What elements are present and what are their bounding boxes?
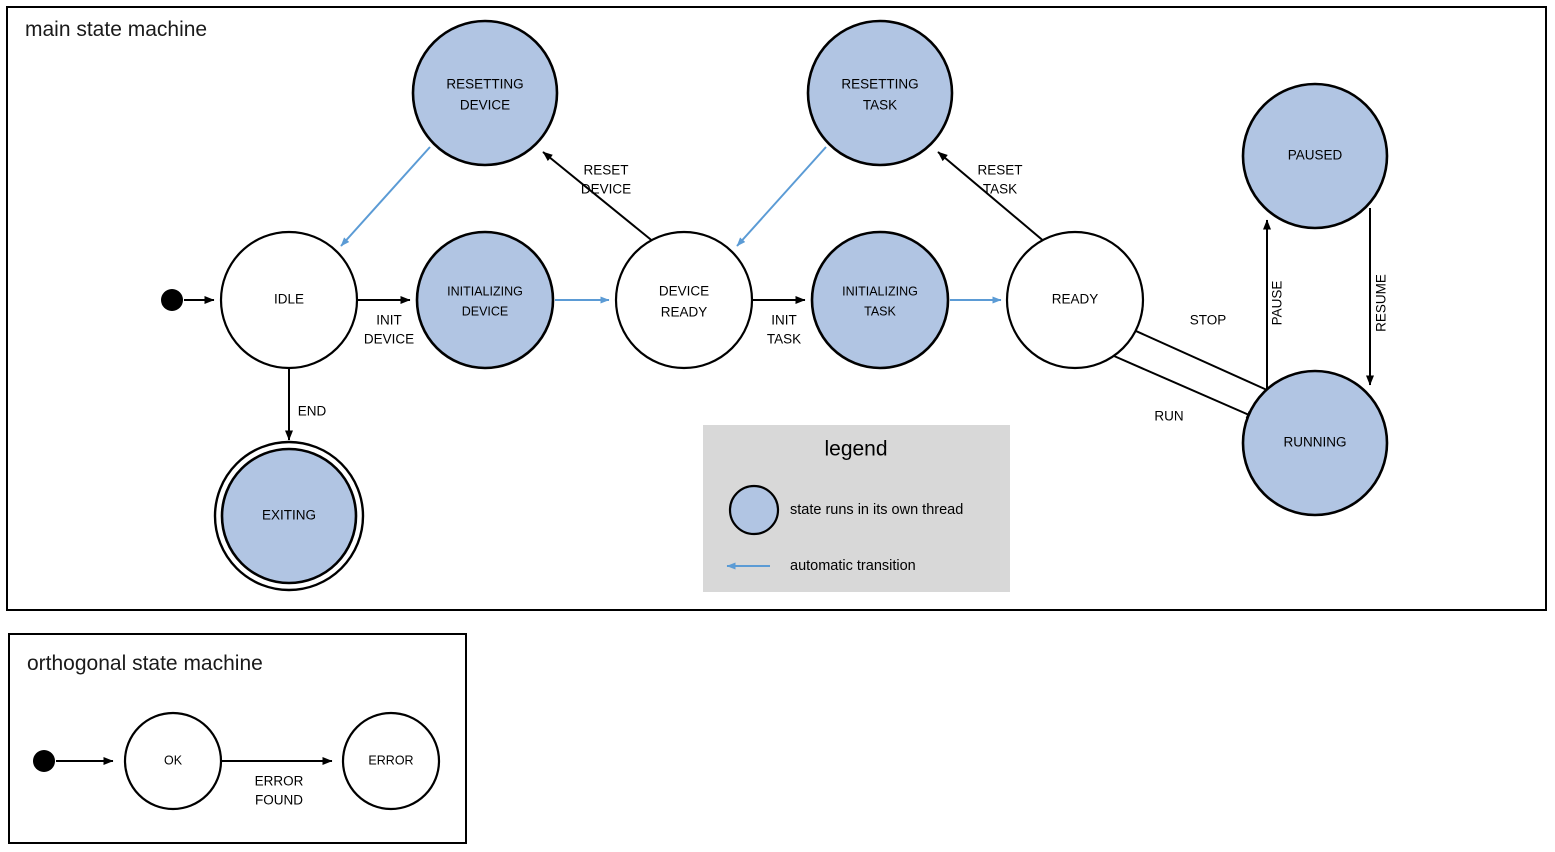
state-label-device-ready-line2: READY [661, 305, 708, 320]
state-paused[interactable] [1241, 82, 1389, 230]
edge-label-run: RUN [1154, 409, 1183, 424]
state-label-idle: IDLE [274, 292, 304, 307]
state-error[interactable] [341, 711, 441, 811]
state-ok[interactable] [123, 711, 223, 811]
state-label-initializing-device-line1: INITIALIZING [447, 284, 523, 298]
main-state-machine-frame [6, 6, 1547, 611]
state-label-running: RUNNING [1284, 435, 1347, 450]
edge-label-reset-task-line1: RESET [977, 163, 1022, 178]
state-label-exiting: EXITING [262, 508, 316, 523]
edge-label-resume: RESUME [1374, 274, 1389, 332]
edge-label-init-task-line1: INIT [771, 313, 797, 328]
edge-label-end: END [298, 404, 327, 419]
state-label-initializing-task-line1: INITIALIZING [842, 284, 918, 298]
edge-ready-to-resetting-task [937, 151, 1047, 244]
state-label-resetting-device-line2: DEVICE [460, 98, 510, 113]
edge-running-to-ready [1126, 326, 1268, 391]
legend-item-thread-text: state runs in its own thread [790, 502, 963, 518]
state-label-resetting-device-line1: RESETTING [446, 77, 523, 92]
initial-state-dot-main [161, 289, 183, 311]
edge-label-init-task-line2: TASK [767, 332, 801, 347]
edge-label-reset-task-line2: TASK [983, 182, 1017, 197]
state-ready[interactable] [1005, 230, 1145, 370]
main-state-machine-title: main state machine [25, 18, 207, 41]
state-label-resetting-task-line1: RESETTING [841, 77, 918, 92]
edge-label-init-device-line1: INIT [376, 313, 402, 328]
state-device-ready[interactable] [614, 230, 754, 370]
edge-resetting-device-to-idle [340, 146, 431, 247]
edge-label-reset-device-line1: RESET [583, 163, 628, 178]
state-exiting[interactable] [220, 447, 358, 585]
edge-label-error-found-line2: FOUND [255, 793, 303, 808]
state-label-initializing-device-line2: DEVICE [462, 304, 509, 318]
initial-state-dot-orthogonal [33, 750, 55, 772]
edge-resetting-task-to-device-ready [736, 146, 827, 247]
orthogonal-state-machine-title: orthogonal state machine [27, 652, 263, 675]
state-label-device-ready-line1: DEVICE [659, 284, 709, 299]
orthogonal-state-machine-frame [8, 633, 467, 844]
state-initializing-device[interactable] [415, 230, 555, 370]
state-label-initializing-task-line2: TASK [864, 304, 896, 318]
state-initializing-task[interactable] [810, 230, 950, 370]
edge-device-ready-to-resetting-device [542, 151, 656, 244]
state-label-error: ERROR [368, 753, 413, 767]
edge-label-init-device-line2: DEVICE [364, 332, 414, 347]
state-label-paused: PAUSED [1288, 148, 1343, 163]
legend-thread-state-circle-icon [728, 484, 780, 536]
legend-title: legend [824, 438, 887, 461]
edge-label-error-found-line1: ERROR [255, 774, 304, 789]
edge-label-pause: PAUSE [1270, 281, 1285, 326]
state-label-resetting-task-line2: TASK [863, 98, 897, 113]
edge-label-stop: STOP [1190, 313, 1227, 328]
state-resetting-device[interactable] [411, 19, 559, 167]
state-label-ready: READY [1052, 292, 1099, 307]
state-resetting-task[interactable] [806, 19, 954, 167]
edge-ready-to-running [1113, 355, 1257, 419]
legend-item-auto-transition-text: automatic transition [790, 558, 916, 574]
edge-label-reset-device-line2: DEVICE [581, 182, 631, 197]
state-label-ok: OK [164, 753, 183, 767]
state-running[interactable] [1241, 369, 1389, 517]
state-idle[interactable] [219, 230, 359, 370]
